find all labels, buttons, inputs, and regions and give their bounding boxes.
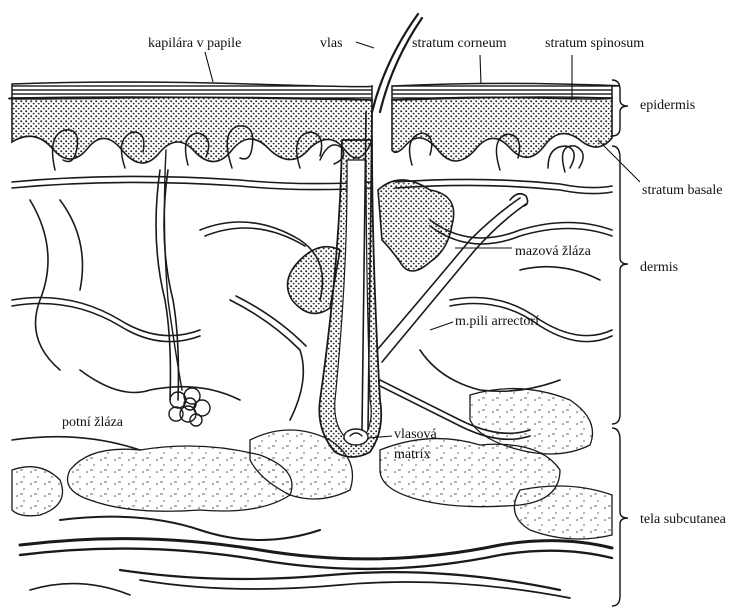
label-subcutis: tela subcutanea — [640, 512, 727, 527]
layer-brackets — [612, 80, 628, 606]
epidermis-bracket — [612, 80, 628, 136]
label-dermis: dermis — [640, 260, 678, 275]
label-epidermis: epidermis — [640, 98, 695, 113]
label-stratum-spinosum: stratum spinosum — [545, 36, 644, 51]
label-hair-matrix-2: matrix — [394, 447, 431, 462]
label-hair: vlas — [320, 36, 343, 51]
label-capillary: kapilára v papile — [148, 36, 241, 51]
subcutaneous-large-vessels — [20, 517, 612, 598]
label-sweat-gland: potní žláza — [62, 415, 124, 430]
label-hair-matrix-1: vlasová — [394, 427, 438, 442]
sweat-gland — [164, 150, 210, 426]
label-sebaceous-gland: mazová žláza — [515, 244, 592, 259]
label-arrector-pili: m.pili arrectorí — [455, 314, 539, 329]
subcutis-bracket — [612, 428, 628, 606]
stratum-spinosum-layer — [12, 97, 612, 163]
dermis-bracket — [612, 146, 628, 424]
label-stratum-basale: stratum basale — [642, 183, 722, 198]
label-stratum-corneum: stratum corneum — [412, 36, 507, 51]
